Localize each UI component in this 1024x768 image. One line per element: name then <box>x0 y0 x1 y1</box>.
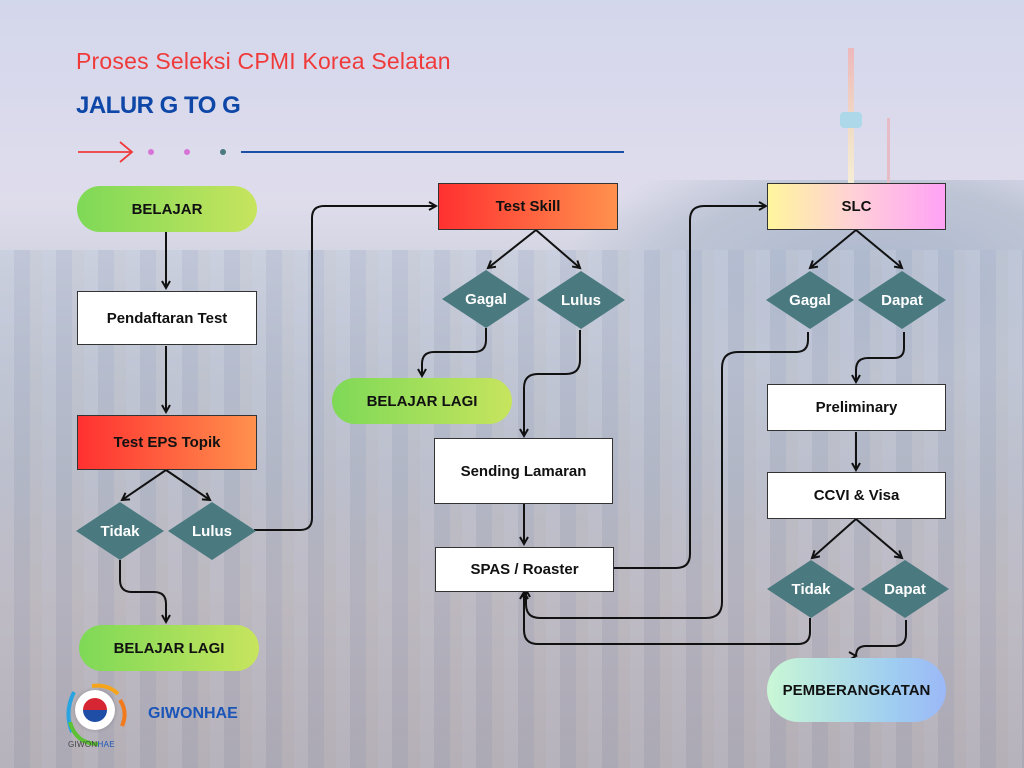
connector-spas-slc <box>614 206 766 569</box>
process-sending-lamaran: Sending Lamaran <box>434 438 613 504</box>
connector-skill-gagal <box>488 229 537 268</box>
connector-slc-gagal <box>810 229 857 268</box>
decision-label: Tidak <box>100 522 140 540</box>
decision-visa-tidak: Tidak <box>767 560 855 618</box>
decision-eps-tidak: Tidak <box>76 502 164 560</box>
connector-lulus-sending <box>524 330 581 436</box>
dot-2 <box>184 149 190 155</box>
process-test-skill: Test Skill <box>438 183 618 230</box>
decision-slc-dapat: Dapat <box>858 271 946 329</box>
node-label: BELAJAR <box>131 200 203 218</box>
process-slc: SLC <box>767 183 946 230</box>
process-ccvi-visa: CCVI & Visa <box>767 472 946 519</box>
decision-slc-gagal: Gagal <box>766 271 854 329</box>
decision-label: Lulus <box>561 291 601 309</box>
seoul-tower-pod <box>840 112 862 128</box>
logo-wordmark-a: GIWON <box>68 740 98 749</box>
korea-flag-icon <box>83 698 107 722</box>
connector-dapat-preliminary <box>856 332 905 382</box>
end-node-pemberangkatan: PEMBERANGKATAN <box>767 658 946 722</box>
node-label: Sending Lamaran <box>460 462 587 480</box>
brand-name: GIWONHAE <box>148 705 238 722</box>
connector-dapat-pemberangkatan <box>856 620 907 656</box>
decision-label: Dapat <box>881 291 923 309</box>
process-spas-roaster: SPAS / Roaster <box>435 547 614 592</box>
node-label: CCVI & Visa <box>813 487 900 504</box>
decision-label: Gagal <box>789 291 831 309</box>
title-decoration <box>78 141 624 163</box>
node-belajar-lagi-2: BELAJAR LAGI <box>332 378 512 424</box>
logo-wordmark: GIWONHAE <box>68 740 115 749</box>
giwonhae-logo <box>62 682 132 752</box>
node-label: SPAS / Roaster <box>470 561 579 578</box>
node-belajar-lagi-1: BELAJAR LAGI <box>79 625 259 671</box>
decision-label: Lulus <box>192 522 232 540</box>
antenna-mast <box>887 118 890 183</box>
process-preliminary: Preliminary <box>767 384 946 431</box>
process-test-eps-topik: Test EPS Topik <box>77 415 257 470</box>
connector-eps-tidak <box>122 469 167 500</box>
connector-gagal-belajar-lagi <box>422 328 487 376</box>
process-pendaftaran-test: Pendaftaran Test <box>77 291 257 345</box>
node-label: BELAJAR LAGI <box>366 392 478 410</box>
node-label: Test Skill <box>495 198 561 215</box>
connector-ccvi-tidak <box>812 518 857 558</box>
page-subtitle: Proses Seleksi CPMI Korea Selatan <box>76 48 451 74</box>
decision-label: Gagal <box>465 290 507 308</box>
dot-3 <box>220 149 226 155</box>
node-label: Preliminary <box>815 399 898 416</box>
connector-tidak-belajar-lagi <box>119 560 166 622</box>
decision-skill-lulus: Lulus <box>537 271 625 329</box>
node-label: BELAJAR LAGI <box>113 639 225 657</box>
node-label: PEMBERANGKATAN <box>782 681 931 699</box>
logo-wordmark-b: HAE <box>97 740 115 749</box>
start-node-belajar: BELAJAR <box>77 186 257 232</box>
connector-slc-dapat <box>855 229 902 268</box>
decision-visa-dapat: Dapat <box>861 560 949 618</box>
arrow-right-icon <box>78 141 134 163</box>
decision-label: Dapat <box>884 580 926 598</box>
connector-gagal-spas <box>526 332 809 619</box>
node-label: Test EPS Topik <box>113 434 221 451</box>
connector-ccvi-dapat <box>855 518 902 558</box>
node-label: SLC <box>841 198 872 215</box>
connector-skill-lulus <box>535 229 580 268</box>
connector-eps-lulus <box>165 469 210 500</box>
page-title: JALUR G TO G <box>76 92 241 119</box>
node-label: Pendaftaran Test <box>106 309 228 327</box>
decision-eps-lulus: Lulus <box>168 502 256 560</box>
decision-label: Tidak <box>791 580 831 598</box>
connector-tidak-spas <box>524 592 811 645</box>
connector-lulus-test-skill <box>254 206 436 531</box>
dot-1 <box>148 149 154 155</box>
decision-skill-gagal: Gagal <box>442 270 530 328</box>
logo-swirl-icon <box>66 683 127 746</box>
